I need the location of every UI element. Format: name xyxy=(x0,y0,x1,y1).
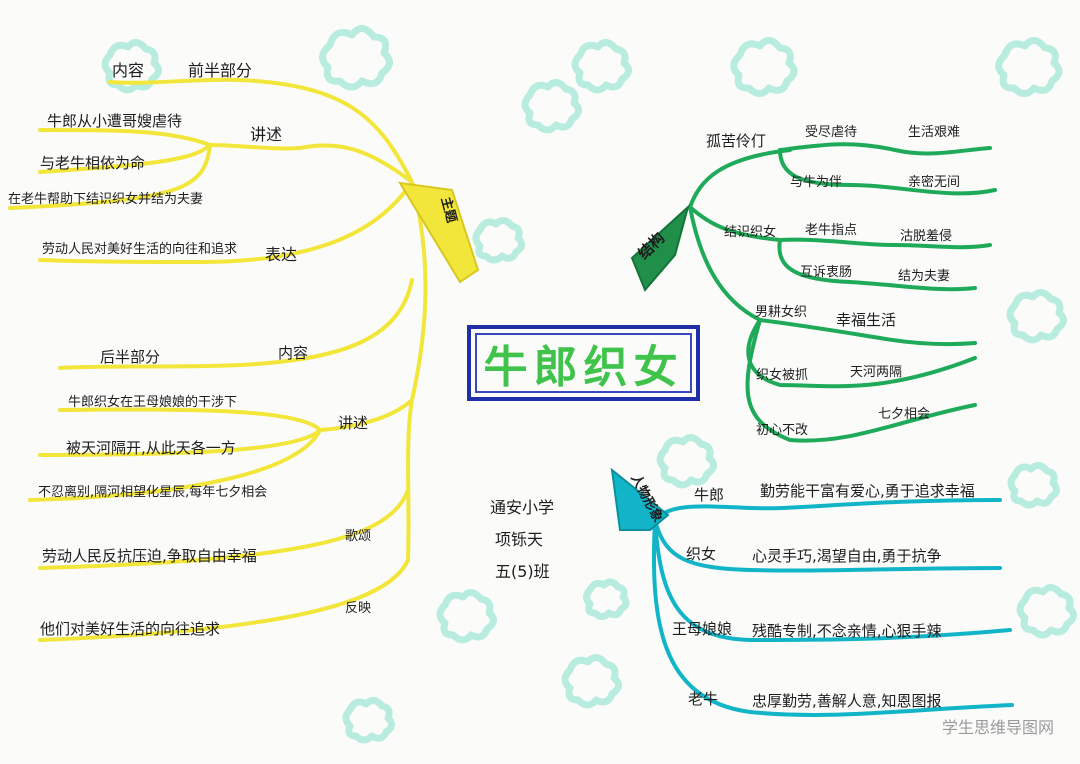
structure-node: 结为夫妻 xyxy=(898,269,951,284)
structure-node: 与牛为伴 xyxy=(790,175,843,190)
cloud xyxy=(995,37,1063,97)
cloud xyxy=(1006,289,1067,344)
cloud-decorations xyxy=(101,25,1077,744)
character-desc: 心灵手巧,渴望自由,勇于抗争 xyxy=(752,547,942,565)
first-half-item: 在老牛帮助下结识织女并结为夫妻 xyxy=(8,192,204,207)
structure-head: 织女被抓 xyxy=(756,368,809,383)
second-half-item: 牛郎织女在王母娘娘的干涉下 xyxy=(68,395,238,410)
structure-node: 天河两隔 xyxy=(850,365,903,380)
cloud xyxy=(561,654,622,709)
character-name: 牛郎 xyxy=(694,486,725,504)
structure-node: 受尽虐待 xyxy=(805,125,858,140)
structure-branch-marker xyxy=(630,203,690,292)
second-half-reflect-label: 反映 xyxy=(345,601,372,616)
cloud xyxy=(319,25,393,91)
structure-head: 男耕女织 xyxy=(755,305,808,320)
second-half-content-label: 内容 xyxy=(278,344,309,362)
author-school: 通安小学 xyxy=(490,498,555,517)
cloud xyxy=(730,37,798,97)
structure-head: 结识织女 xyxy=(724,225,777,240)
cloud xyxy=(571,39,632,94)
author-name: 项铄天 xyxy=(495,530,544,549)
structure-node: 老牛指点 xyxy=(805,223,858,238)
structure-node: 生活艰难 xyxy=(908,125,961,140)
second-half-item: 不忍离别,隔河相望化星辰,每年七夕相会 xyxy=(38,485,268,500)
structure-branch-lines xyxy=(688,142,997,443)
cloud xyxy=(1007,462,1060,509)
structure-node: 沽脱羞侵 xyxy=(900,229,953,244)
first-half-express-item: 劳动人民对美好生活的向往和追求 xyxy=(42,242,238,257)
character-name: 织女 xyxy=(686,545,717,563)
second-half-praise-label: 歌颂 xyxy=(345,529,372,544)
second-half-reflect-item: 他们对美好生活的向往追求 xyxy=(40,620,221,638)
cloud xyxy=(521,79,582,134)
watermark: 学生思维导图网 xyxy=(941,718,1054,737)
first-half-narrate-label: 讲述 xyxy=(250,125,283,144)
character-branch-lines xyxy=(651,498,1014,717)
character-desc: 残酷专制,不念亲情,心狠手辣 xyxy=(752,622,942,640)
first-half-item: 与老牛相依为命 xyxy=(40,154,146,172)
first-half-item: 牛郎从小遭哥嫂虐待 xyxy=(47,112,183,130)
structure-node: 互诉衷肠 xyxy=(800,265,853,280)
structure-node: 幸福生活 xyxy=(836,311,897,329)
central-title-box: 牛郎织女 xyxy=(467,325,700,401)
character-branch-marker xyxy=(610,467,670,531)
character-name: 王母娘娘 xyxy=(672,620,733,638)
character-desc: 忠厚勤劳,善解人意,知恩图报 xyxy=(752,692,942,710)
second-half-praise-item: 劳动人民反抗压迫,争取自由幸福 xyxy=(42,547,257,565)
cloud xyxy=(656,434,717,489)
theme-branch-lines xyxy=(8,77,428,642)
structure-node: 亲密无间 xyxy=(908,175,961,190)
first-half-express-label: 表达 xyxy=(265,245,298,264)
second-half-part-label: 后半部分 xyxy=(100,348,161,366)
structure-head: 孤苦伶仃 xyxy=(706,132,767,150)
cloud xyxy=(1016,584,1077,639)
cloud xyxy=(436,589,497,644)
second-half-narrate-label: 讲述 xyxy=(338,414,369,432)
cloud xyxy=(342,697,395,744)
character-desc: 勤劳能干富有爱心,勇于追求幸福 xyxy=(760,482,975,500)
cloud xyxy=(583,578,630,620)
author-class: 五(5)班 xyxy=(495,562,550,581)
character-name: 老牛 xyxy=(688,690,719,708)
first-half-content-label: 内容 xyxy=(112,61,145,80)
structure-node: 七夕相会 xyxy=(878,407,931,422)
theme-branch-marker xyxy=(398,181,480,284)
cloud xyxy=(472,217,525,264)
cloud xyxy=(101,39,162,94)
central-title: 牛郎织女 xyxy=(483,342,684,393)
first-half-part-label: 前半部分 xyxy=(188,61,253,80)
structure-head: 初心不改 xyxy=(756,423,809,438)
second-half-item: 被天河隔开,从此天各一方 xyxy=(66,439,236,457)
